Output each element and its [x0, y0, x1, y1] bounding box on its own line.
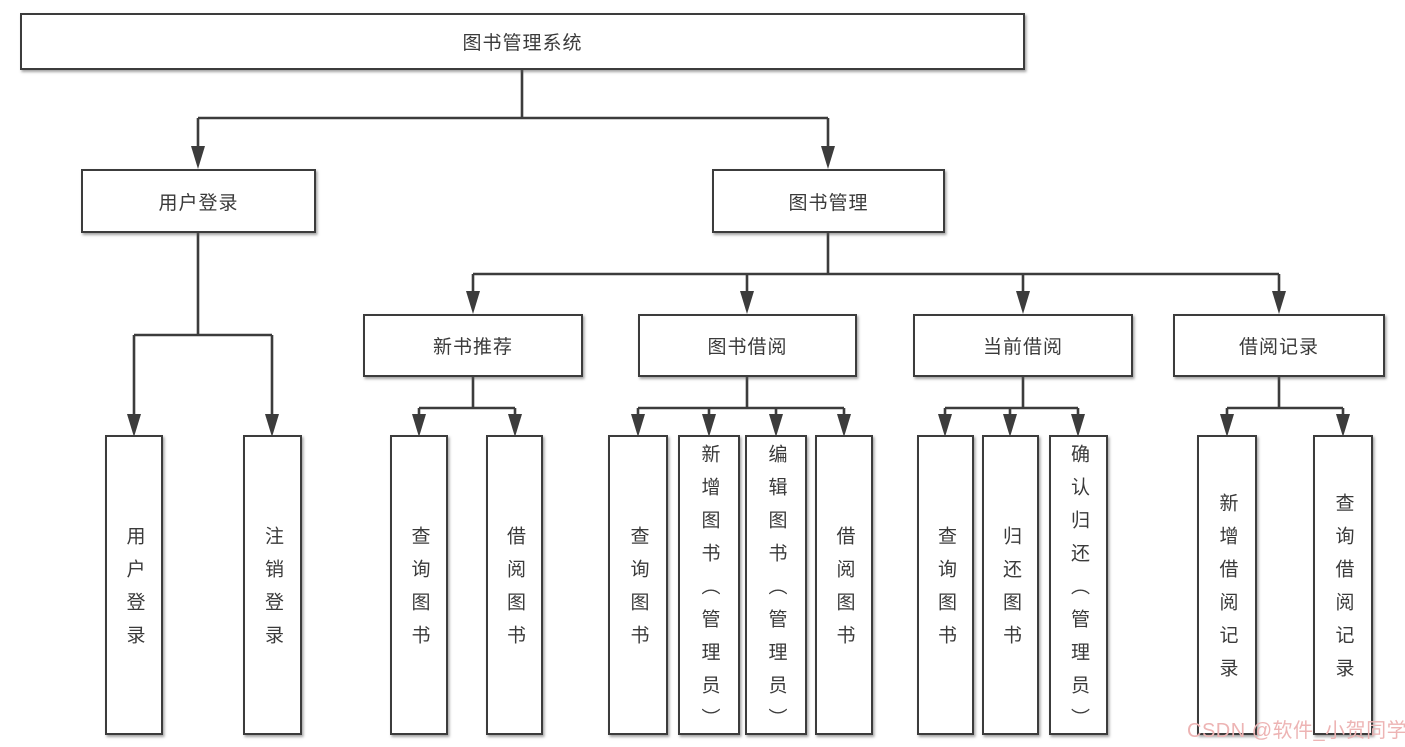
leaf-borrow-books-recommend-label: 借阅图书	[504, 526, 525, 658]
arrowhead	[1272, 291, 1286, 314]
leaf-query-borrowing-record: 查询借阅记录	[1313, 435, 1373, 735]
node-current-borrowing: 当前借阅	[913, 314, 1133, 377]
leaf-borrow-books-borrowing: 借阅图书	[815, 435, 873, 735]
arrowhead	[769, 414, 783, 437]
leaf-query-books-recommend: 查询图书	[390, 435, 448, 735]
arrowhead	[821, 146, 835, 169]
watermark-csdn: CSDN @软件_小贺同学	[1187, 720, 1405, 742]
leaf-add-book-admin: 新增图书（管理员）	[678, 435, 740, 741]
node-book-management-label: 图书管理	[788, 192, 869, 214]
leaf-query-books-current-label: 查询图书	[935, 526, 956, 658]
leaf-borrow-books-recommend: 借阅图书	[486, 435, 543, 735]
arrowhead	[837, 414, 851, 437]
leaf-return-books: 归还图书	[982, 435, 1039, 735]
arrowhead	[631, 414, 645, 437]
node-book-borrowing-label: 图书借阅	[707, 337, 788, 358]
branch-lines	[132, 70, 1345, 430]
leaf-logout-login: 注销登录	[243, 435, 302, 735]
arrowhead	[265, 414, 279, 437]
arrowhead	[1016, 291, 1030, 314]
arrowhead	[938, 414, 952, 437]
node-book-management: 图书管理	[712, 169, 945, 233]
leaf-add-borrowing-record: 新增借阅记录	[1197, 435, 1257, 735]
arrowhead	[1336, 414, 1350, 437]
leaf-add-borrowing-record-label: 新增借阅记录	[1216, 493, 1238, 691]
arrowhead	[412, 414, 426, 437]
node-borrowing-records: 借阅记录	[1173, 314, 1385, 377]
node-root-label: 图书管理系统	[462, 33, 583, 54]
leaf-confirm-return-admin-label: 确认归还（管理员）	[1068, 443, 1089, 741]
arrowhead	[1071, 414, 1085, 437]
node-user-login-label: 用户登录	[158, 192, 239, 214]
leaf-query-books-borrowing: 查询图书	[608, 435, 668, 735]
node-root: 图书管理系统	[20, 13, 1025, 70]
leaf-confirm-return-admin: 确认归还（管理员）	[1049, 435, 1108, 741]
leaf-logout-login-label: 注销登录	[262, 526, 283, 658]
node-book-borrowing: 图书借阅	[638, 314, 857, 377]
arrowhead	[466, 291, 480, 314]
leaf-edit-book-admin-label: 编辑图书（管理员）	[765, 443, 787, 741]
arrowhead	[127, 414, 141, 437]
arrowhead	[1220, 414, 1234, 437]
node-user-login: 用户登录	[81, 169, 316, 233]
leaf-add-book-admin-label: 新增图书（管理员）	[698, 443, 720, 741]
leaf-borrow-books-borrowing-label: 借阅图书	[833, 526, 855, 658]
arrowhead	[191, 146, 205, 169]
leaf-user-login-label: 用户登录	[123, 526, 145, 658]
leaf-query-books-borrowing-label: 查询图书	[627, 526, 649, 658]
node-new-book-recommendation: 新书推荐	[363, 314, 583, 377]
leaf-return-books-label: 归还图书	[1000, 526, 1021, 658]
arrowheads	[127, 146, 1350, 437]
arrowhead	[740, 291, 754, 314]
leaf-query-books-current: 查询图书	[917, 435, 974, 735]
node-new-book-recommendation-label: 新书推荐	[432, 337, 513, 358]
node-borrowing-records-label: 借阅记录	[1238, 337, 1319, 358]
leaf-query-books-recommend-label: 查询图书	[408, 526, 430, 658]
arrowhead	[508, 414, 522, 437]
leaf-edit-book-admin: 编辑图书（管理员）	[745, 435, 807, 741]
leaf-query-borrowing-record-label: 查询借阅记录	[1332, 493, 1354, 691]
leaf-user-login: 用户登录	[105, 435, 163, 735]
arrowhead	[1003, 414, 1017, 437]
node-current-borrowing-label: 当前借阅	[982, 337, 1063, 358]
arrowhead	[702, 414, 716, 437]
